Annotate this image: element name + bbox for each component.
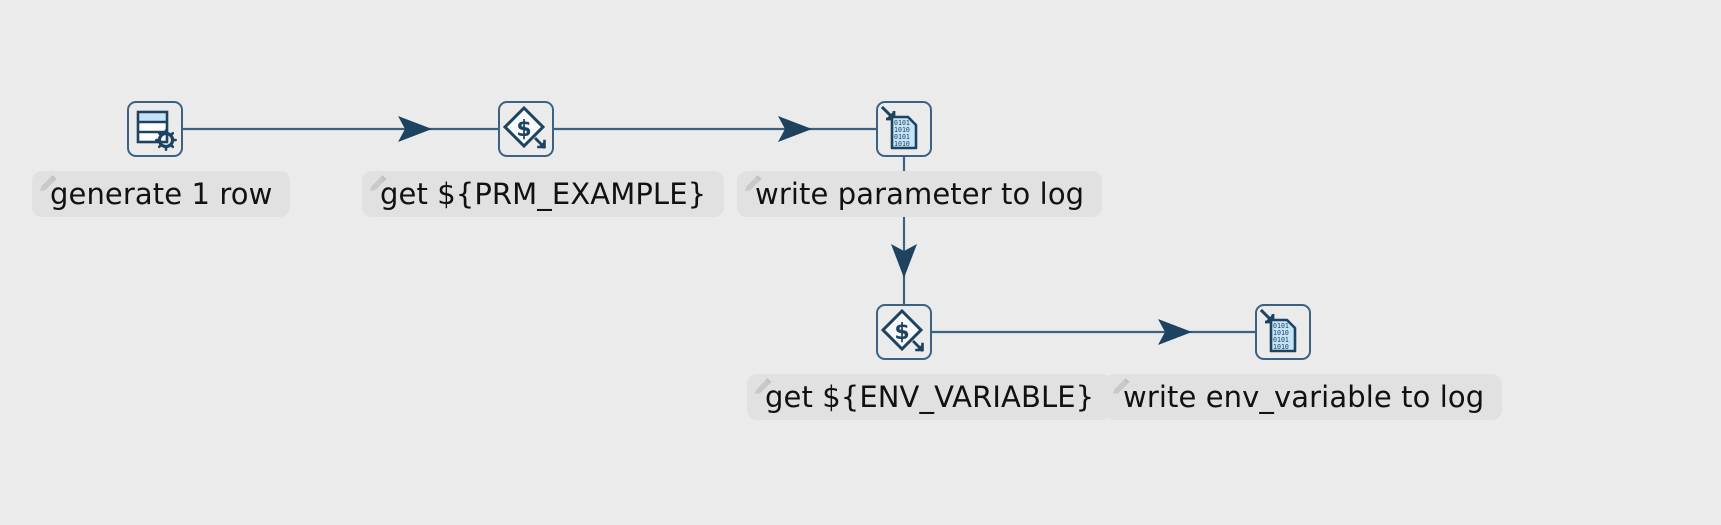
label-generate-1-row[interactable]: generate 1 row xyxy=(32,171,291,217)
svg-text:0101: 0101 xyxy=(894,133,910,141)
svg-text:1010: 1010 xyxy=(894,126,910,134)
table-gear-icon xyxy=(136,110,177,151)
label-text: get ${ENV_VARIABLE} xyxy=(765,379,1095,414)
node-get-env-variable[interactable]: $ xyxy=(876,304,932,360)
label-write-env-variable-to-log[interactable]: write env_variable to log xyxy=(1105,374,1503,420)
label-get-env-variable[interactable]: get ${ENV_VARIABLE} xyxy=(747,374,1113,420)
svg-text:1010: 1010 xyxy=(1273,329,1289,337)
node-generate-1-row[interactable] xyxy=(127,101,183,157)
label-text: get ${PRM_EXAMPLE} xyxy=(380,176,707,211)
svg-text:0101: 0101 xyxy=(894,119,910,127)
node-write-env-variable-to-log[interactable]: 0101 1010 0101 1010 xyxy=(1255,304,1311,360)
label-get-prm-example[interactable]: get ${PRM_EXAMPLE} xyxy=(362,171,725,217)
svg-text:$: $ xyxy=(516,117,531,142)
label-text: write env_variable to log xyxy=(1123,379,1485,414)
write-binary-log-icon: 0101 1010 0101 1010 xyxy=(880,105,918,150)
svg-text:0101: 0101 xyxy=(1273,336,1289,344)
svg-text:1010: 1010 xyxy=(1273,343,1289,351)
dollar-diamond-arrow-icon: $ xyxy=(502,105,546,149)
svg-text:1010: 1010 xyxy=(894,140,910,148)
write-binary-log-icon: 0101 1010 0101 1010 xyxy=(1259,308,1297,353)
label-text: generate 1 row xyxy=(50,176,273,211)
node-get-prm-example[interactable]: $ xyxy=(498,101,554,157)
svg-text:0101: 0101 xyxy=(1273,322,1289,330)
svg-text:$: $ xyxy=(894,320,909,345)
dollar-diamond-arrow-icon: $ xyxy=(880,308,924,352)
node-write-parameter-to-log[interactable]: 0101 1010 0101 1010 xyxy=(876,101,932,157)
label-text: write parameter to log xyxy=(755,176,1085,211)
label-write-parameter-to-log[interactable]: write parameter to log xyxy=(737,171,1103,217)
